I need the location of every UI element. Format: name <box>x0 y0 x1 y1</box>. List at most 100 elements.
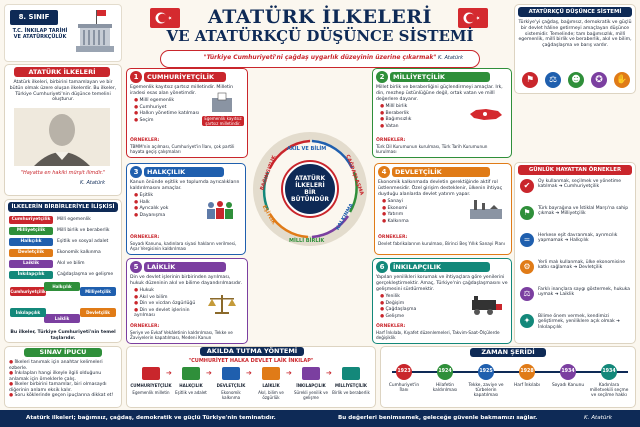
subject-line-2: VE ATATÜRKÇÜLÜK <box>13 34 67 40</box>
relation-tag: Cumhuriyetçilik <box>9 216 53 224</box>
tip-item: İlkeler birbirini tamamlar, biri olmasay… <box>9 382 119 393</box>
arrow-icon: ➔ <box>286 369 292 377</box>
principle-number: 5 <box>130 261 142 273</box>
examples-card <box>514 162 636 344</box>
principle-title: MİLLİYETÇİLİK <box>390 72 490 82</box>
page-title-line-1: ATATÜRK İLKELERİ <box>208 6 432 28</box>
footer-signature: K. Atatürk <box>584 415 612 421</box>
principle-item: Vatan <box>380 124 457 130</box>
method-step-text: Akıl, bilim ve özgürlük <box>258 390 284 400</box>
timeline-line <box>392 371 628 373</box>
relation-text: Çağdaşlaşma ve gelişme <box>57 272 114 277</box>
principle-examples: TBMM'nin açılması, Cumhuriyet'in İlanı, … <box>130 144 235 155</box>
cycle-item: Laiklik <box>44 314 80 323</box>
principle-number: 2 <box>376 71 388 83</box>
relation-text: Akıl ve bilim <box>57 261 85 266</box>
method-step-name: CUMHURİYETÇİLİK <box>130 383 172 388</box>
method-step-text: Egemenlik milletin <box>132 390 170 395</box>
left-quote: "Hayatta en hakiki mürşit ilimdir." <box>20 170 106 176</box>
header-quote: "Türkiye Cumhuriyeti'ni çağdaş uygarlık … <box>203 54 437 61</box>
principle-item: Seçim <box>134 118 201 124</box>
example-text: Yerli malı kullanmak, ülke ekonomisine k… <box>538 260 625 271</box>
method-step-icon <box>302 367 320 380</box>
timeline-text: Kadınlara milletvekili seçme ve seçilme … <box>589 383 629 398</box>
principle-examples: Türk Dil Kurumunun kurulması, Türk Tarih… <box>376 144 488 155</box>
principle-item: Çağdaşlaşma <box>380 307 457 313</box>
method-step-name: LAİKLİK <box>262 383 280 388</box>
principle-number: 6 <box>376 261 388 273</box>
principle-item: Akıl ve bilim <box>134 295 201 301</box>
cycle-item: Cumhuriyetçilik <box>10 287 46 296</box>
method-step-text: Birlik ve beraberlik <box>332 390 370 395</box>
principle-title: CUMHURİYETÇİLİK <box>144 72 226 82</box>
cycle-item: İnkılapçılık <box>10 308 46 317</box>
relation-text: Millî birlik ve beraberlik <box>57 228 110 233</box>
turkish-flag-left <box>150 8 180 28</box>
timeline-year: 1928 <box>519 364 535 380</box>
grade-badge: 8. SINIF <box>10 10 58 25</box>
example-text: Oy kullanmak, seçilmek ve yönetime katıl… <box>538 179 622 190</box>
vote-icon: ✔ <box>520 179 534 193</box>
timeline-year: 1934 <box>560 364 576 380</box>
quote-banner <box>160 50 480 68</box>
principle-item: Yenilik <box>380 294 457 300</box>
example-text: Farklı inançlara saygı göstermek, hukuka… <box>538 287 631 298</box>
principle-item: Din ve devlet işlerinin ayrılması <box>134 308 201 319</box>
method-step-icon <box>182 367 200 380</box>
principle-text: Din ve devlet işlerinin birbirinden ayrı… <box>130 275 243 286</box>
method-step-name: HALKÇILIK <box>179 383 203 388</box>
arrow-icon: ➔ <box>206 369 212 377</box>
relation-tag: Laiklik <box>9 260 53 268</box>
method-step-name: DEVLETÇİLİK <box>216 383 246 388</box>
relations-title: İLKELERİN BİRBİRLERİYLE İLİŞKİSİ <box>8 202 118 212</box>
ballot-box-icon <box>212 92 232 112</box>
principle-title: HALKÇILIK <box>144 167 224 177</box>
ataturk-portrait <box>14 108 110 166</box>
brain-icon: ✪ <box>591 72 607 88</box>
principle-text: Ekonomik kalkınmada devletin gerektiğind… <box>378 180 503 197</box>
principle-examples: Harf İnkılabı, Kıyafet düzenlemeleri, Ta… <box>376 330 500 341</box>
principle-item: Dayanışma <box>134 213 200 219</box>
principle-item: Ayrıcalık yok <box>134 206 200 212</box>
example-text: Herkese eşit davranmak, ayrımcılık yapma… <box>538 233 618 244</box>
method-slogan: "CUMHURİYET HALKA DEVLET LAİK İNKILAP" <box>188 358 314 364</box>
principle-text: Kanun önünde eşitlik ve toplumda ayrıcal… <box>130 180 240 191</box>
page-title-line-2: VE ATATÜRKÇÜ DÜŞÜNCE SİSTEMİ <box>166 27 474 45</box>
example-text: Bilime önem vermek, kendimizi geliştirme… <box>538 314 620 330</box>
center-line-1: ATATÜRK <box>294 175 326 182</box>
example-text: Türk bayrağına ve İstiklal Marşı'na sahi… <box>538 206 629 217</box>
examples-heading: ÖRNEKLER: <box>376 138 406 143</box>
timeline-year: 1934 <box>601 364 617 380</box>
timeline-text: Tekke, zaviye ve türbelerin kapatılması <box>468 383 504 398</box>
timeline-year: 1923 <box>396 364 412 380</box>
principle-text: Yapılan yenilikleri korumak ve ihtiyaçla… <box>376 275 508 292</box>
principle-title: DEVLETÇİLİK <box>392 167 490 177</box>
timeline-text: Harf İnkılabı <box>514 383 540 388</box>
header-signature: K. Atatürk <box>438 55 463 61</box>
people-icon: ☻ <box>568 72 584 88</box>
principle-item: Millî egemenlik <box>134 98 201 104</box>
principle-item: Ekonomi <box>382 206 458 212</box>
principle-text: Millet birlik ve beraberliğini güçlendir… <box>376 85 503 102</box>
equality-icon: = <box>520 233 534 247</box>
turkish-flag-right <box>458 8 488 28</box>
scale-icon: ⚖ <box>520 287 534 301</box>
center-text: ATATÜRK İLKELERİ BİR BÜTÜNDÜR <box>283 175 337 203</box>
arrow-icon: ➔ <box>166 369 172 377</box>
relation-tag: Devletçilik <box>9 249 53 257</box>
ring-label-akil: AKIL VE BİLİM <box>287 146 327 152</box>
principle-text: Egemenlik kayıtsız şartsız milletindir. … <box>130 85 234 96</box>
principle-item: Halkın yönetime katılması <box>134 111 201 117</box>
cycle-item: Halkçılık <box>44 282 80 291</box>
relation-tag: Milliyetçilik <box>9 227 53 235</box>
factory-icon <box>470 200 502 219</box>
method-step-name: İNKILAPÇILIK <box>296 383 326 388</box>
arrow-icon: ➔ <box>326 369 332 377</box>
principle-examples: Soyadı Kanunu, kadınlara siyasi hakların… <box>130 241 237 252</box>
train-icon <box>472 296 502 315</box>
examples-heading: ÖRNEKLER: <box>130 235 160 240</box>
principle-item: Sanayi <box>382 199 458 205</box>
center-circle <box>283 162 337 216</box>
principle-item: Hukuk <box>134 288 201 294</box>
